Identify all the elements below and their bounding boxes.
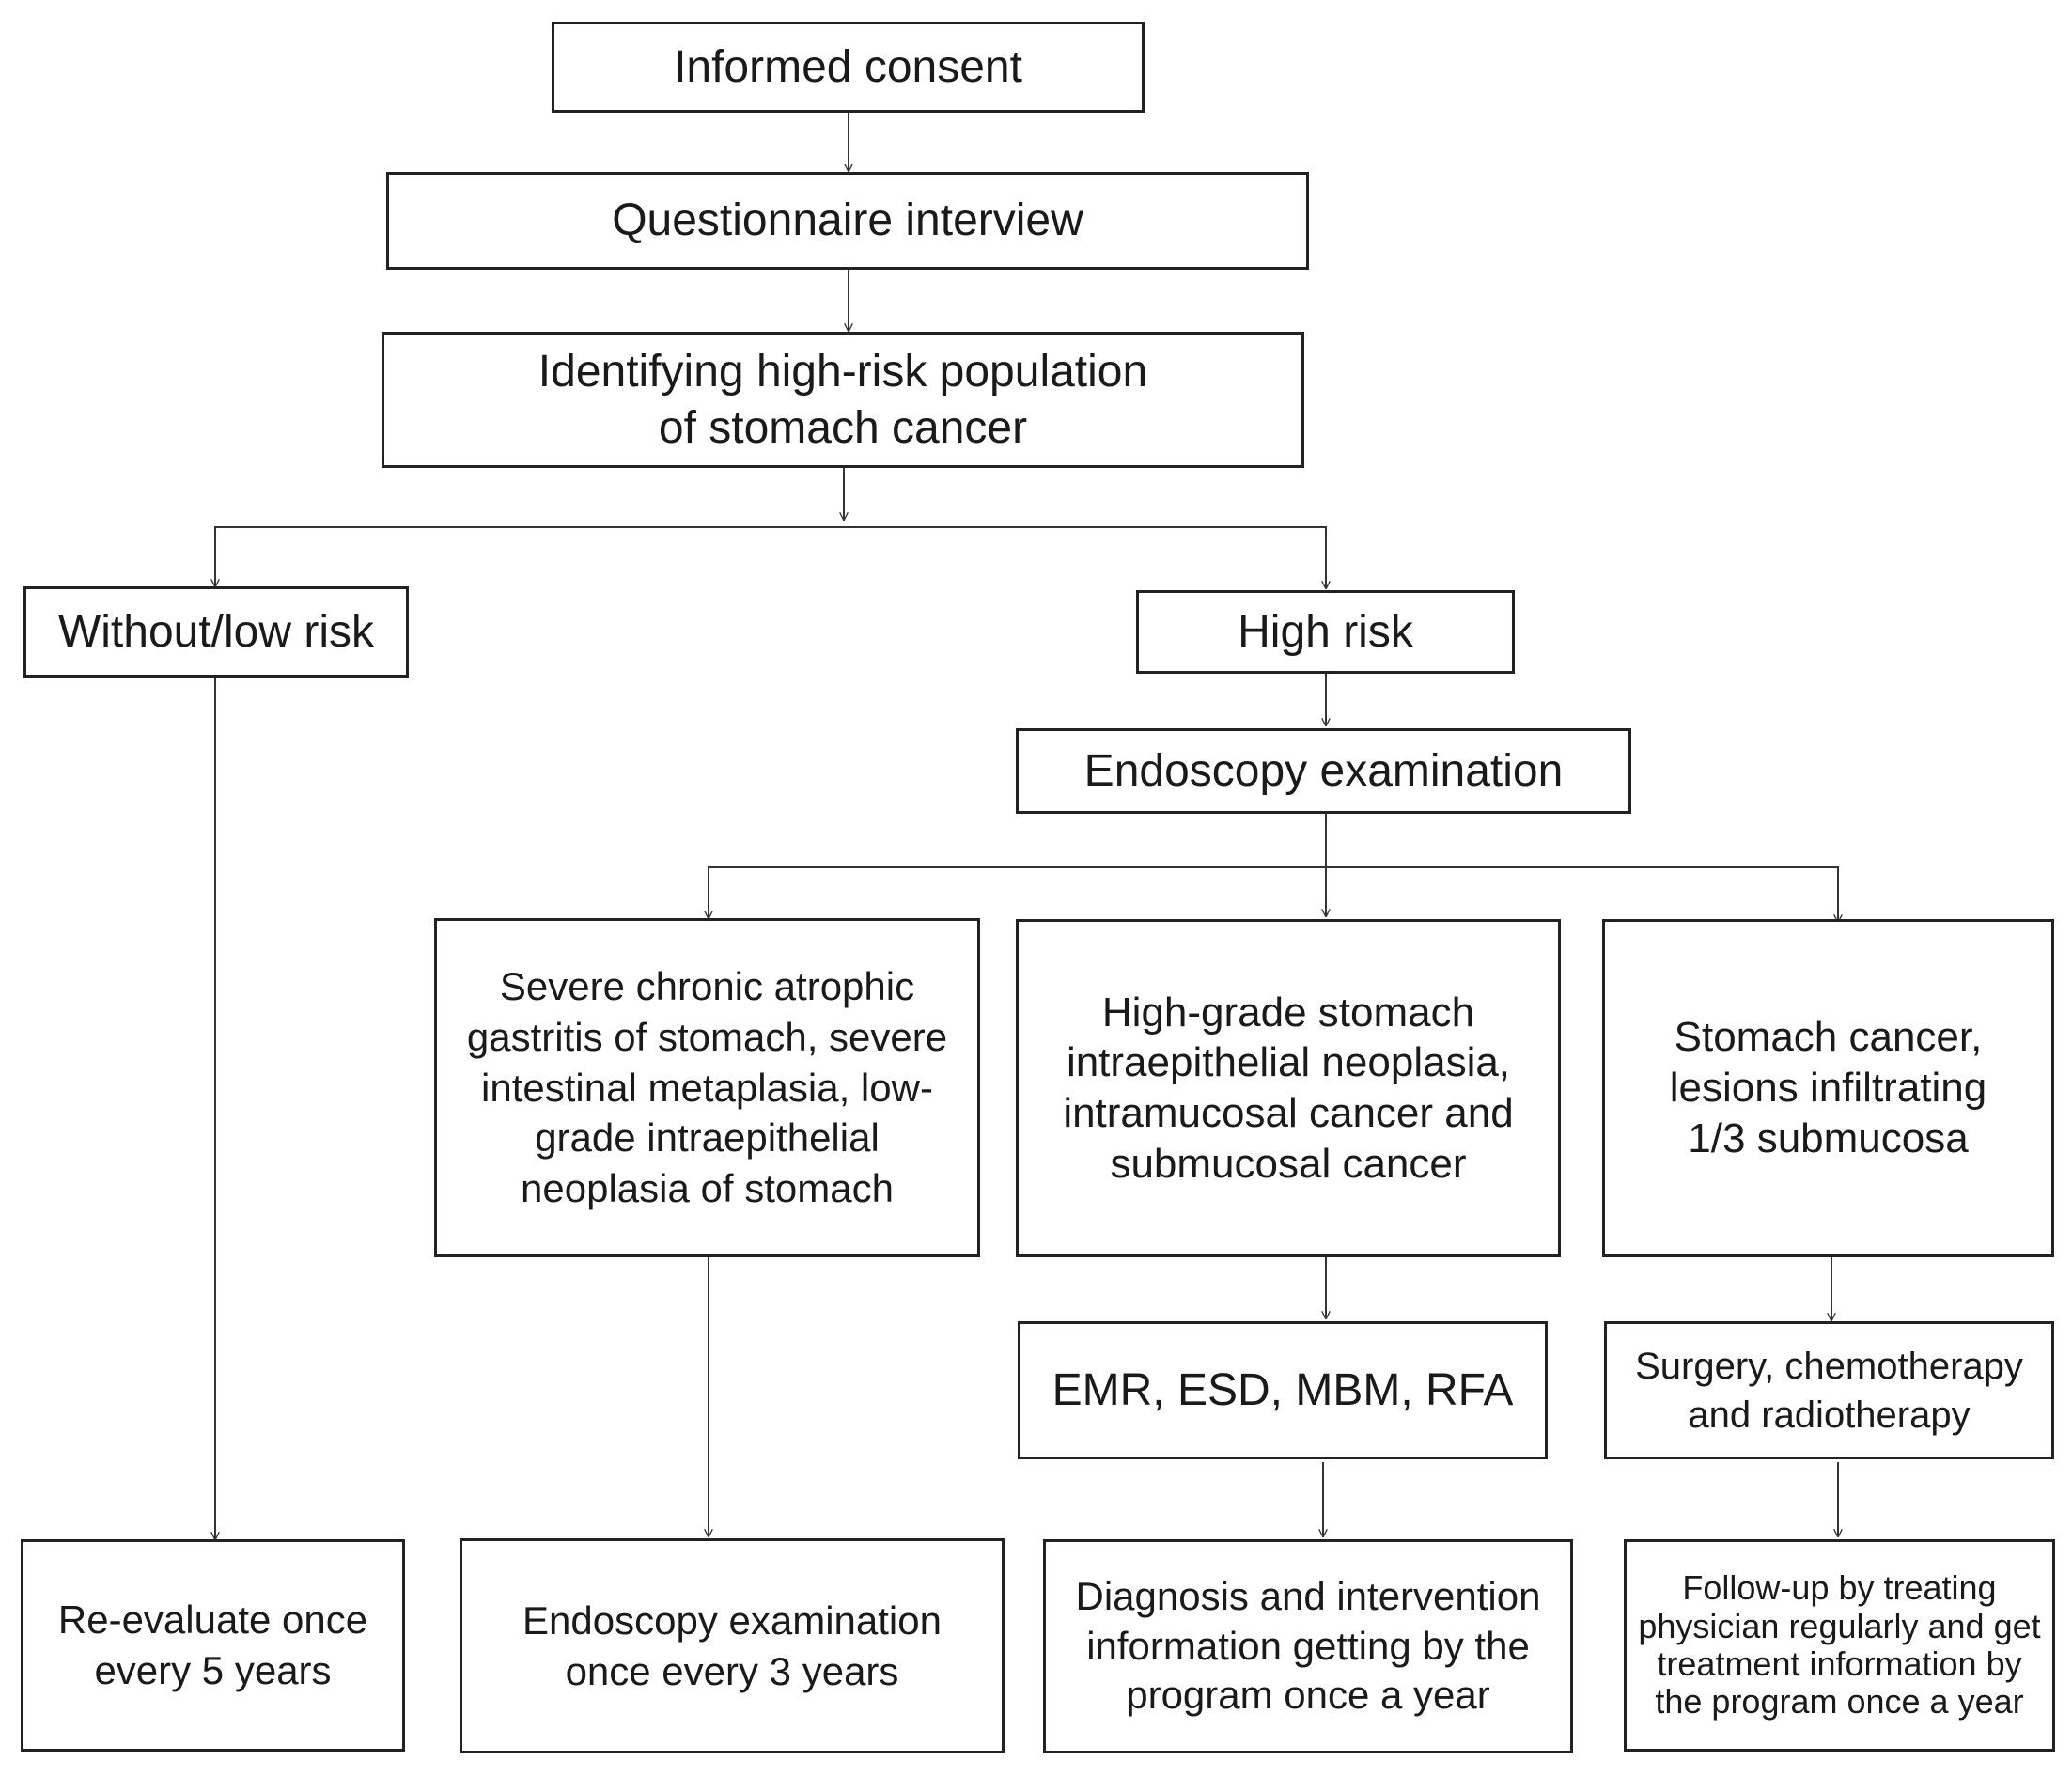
informed-consent-label: Informed consent: [674, 41, 1022, 92]
endoscopy-split-line: [708, 866, 1839, 916]
low-risk-label: Without/low risk: [57, 606, 375, 657]
identifying-high-risk-box: Identifying high-risk population of stom…: [382, 332, 1304, 468]
low-risk-box: Without/low risk: [23, 586, 409, 678]
diagnosis-info-label: Diagnosis and intervention information g…: [1075, 1573, 1541, 1718]
endoscopy-examination-label: Endoscopy examination: [1083, 745, 1564, 796]
endoscopy-every-3-years-box: Endoscopy examination once every 3 years: [460, 1538, 1005, 1753]
severe-gastritis-box: Severe chronic atrophic gastritis of sto…: [434, 918, 980, 1257]
high-grade-neoplasia-box: High-grade stomach intraepithelial neopl…: [1016, 919, 1561, 1257]
high-risk-box: High risk: [1136, 590, 1515, 674]
high-grade-neoplasia-label: High-grade stomach intraepithelial neopl…: [1063, 989, 1514, 1187]
high-risk-label: High risk: [1238, 606, 1413, 657]
follow-up-label: Follow-up by treating physician regularl…: [1638, 1568, 2041, 1721]
endoscopy-examination-box: Endoscopy examination: [1016, 728, 1631, 814]
treatment-methods-box: EMR, ESD, MBM, RFA: [1018, 1321, 1548, 1459]
treatment-methods-label: EMR, ESD, MBM, RFA: [1052, 1364, 1514, 1415]
questionnaire-interview-label: Questionnaire interview: [612, 195, 1083, 245]
surgery-box: Surgery, chemotherapy and radiotherapy: [1604, 1321, 2054, 1459]
severe-gastritis-label: Severe chronic atrophic gastritis of sto…: [466, 964, 948, 1211]
identifying-high-risk-label: Identifying high-risk population of stom…: [537, 346, 1148, 453]
surgery-label: Surgery, chemotherapy and radiotherapy: [1635, 1345, 2023, 1436]
diagnosis-info-box: Diagnosis and intervention information g…: [1043, 1539, 1573, 1753]
follow-up-box: Follow-up by treating physician regularl…: [1624, 1539, 2055, 1752]
risk-split-line: [214, 526, 1327, 584]
reevaluate-box: Re-evaluate once every 5 years: [21, 1539, 405, 1752]
stomach-cancer-box: Stomach cancer, lesions infiltrating 1/3…: [1602, 919, 2054, 1257]
reevaluate-label: Re-evaluate once every 5 years: [57, 1597, 368, 1692]
endoscopy-every-3-years-label: Endoscopy examination once every 3 years: [522, 1597, 942, 1693]
informed-consent-box: Informed consent: [552, 22, 1145, 113]
questionnaire-interview-box: Questionnaire interview: [386, 172, 1309, 270]
stomach-cancer-label: Stomach cancer, lesions infiltrating 1/3…: [1669, 1014, 1987, 1161]
